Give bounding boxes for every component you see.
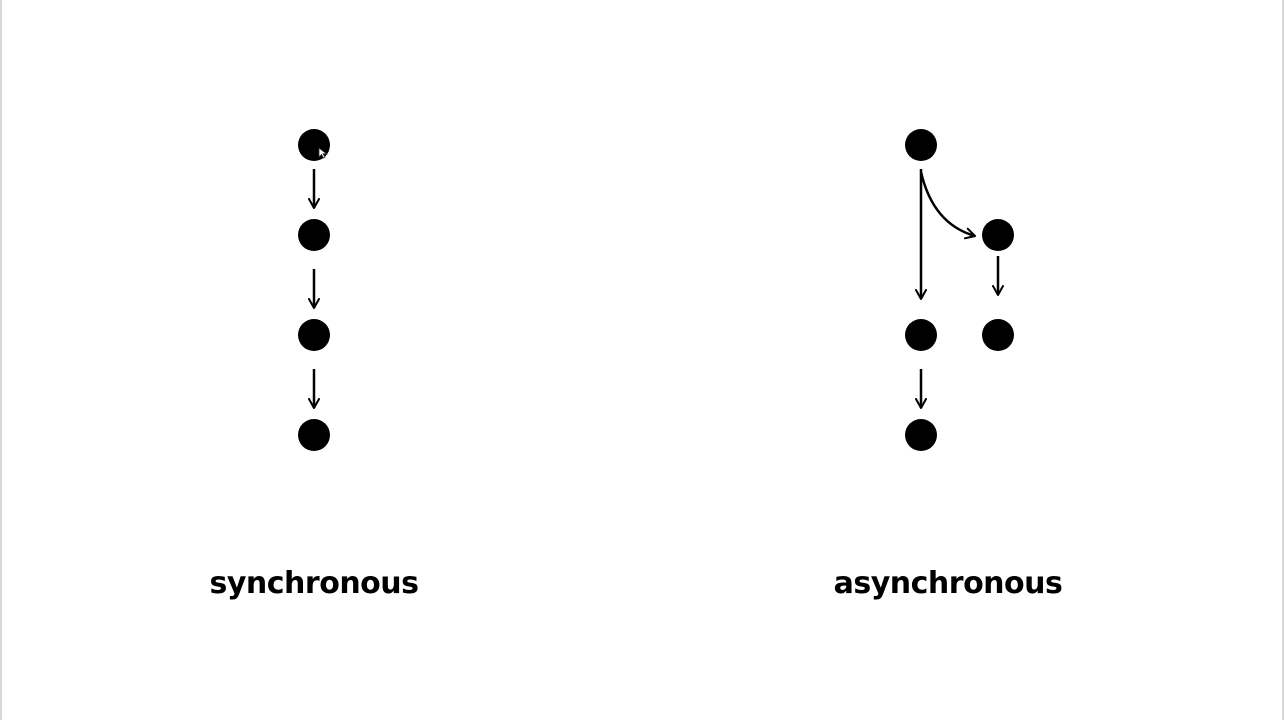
asynchronous-diagram: [905, 129, 1014, 451]
async-edge-1-2: [919, 171, 976, 240]
mouse-pointer-icon: [318, 147, 328, 159]
async-node-3: [905, 319, 937, 351]
synchronous-diagram: [298, 129, 330, 451]
async-node-1: [905, 129, 937, 161]
sync-node-3: [298, 319, 330, 351]
sync-node-4: [298, 419, 330, 451]
async-node-5: [905, 419, 937, 451]
asynchronous-caption: asynchronous: [833, 566, 1063, 601]
sync-node-2: [298, 219, 330, 251]
synchronous-caption: synchronous: [209, 566, 420, 601]
async-node-4: [982, 319, 1014, 351]
async-node-2: [982, 219, 1014, 251]
